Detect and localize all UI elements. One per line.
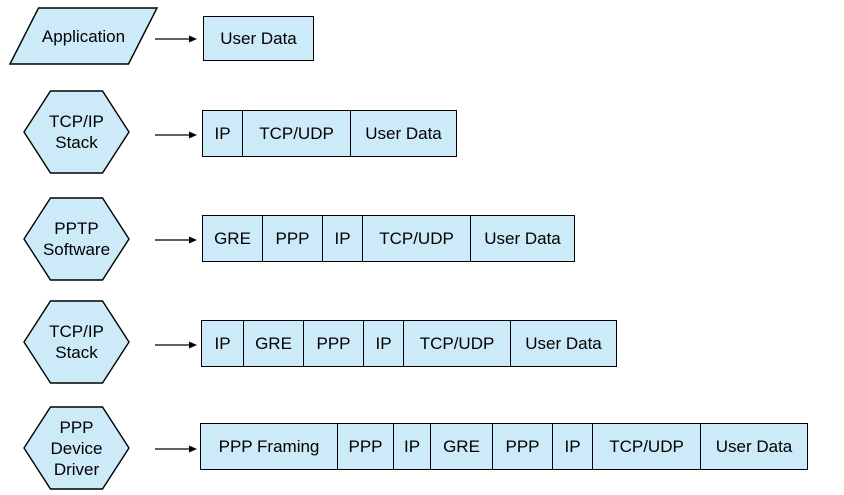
packet-cell-label: PPP [505,436,540,456]
stage-label: PPTP Software [23,197,130,281]
packet-cell: PPP [304,321,364,366]
stage-label-line: TCP/IP [49,322,104,341]
packet-cell-label: IP [334,228,351,248]
packet-cell: IP [553,424,593,469]
packet-cell: TCP/UDP [243,111,351,156]
stage-label-line: Driver [53,459,100,479]
packet-cell-label: PPP [316,333,351,353]
packet-cell: IP [203,111,243,156]
stage-shape-tcpip-stack: TCP/IP Stack [23,90,130,174]
packet-cell-label: IP [214,333,231,353]
packet-cell: PPP [263,216,323,261]
stage-label-line: Stack [55,133,98,152]
packet-cell: User Data [351,111,456,156]
stage-label: TCP/IP Stack [23,300,130,384]
packet-cell: PPP [493,424,553,469]
packet-cell-label: PPP [275,228,310,248]
packet-cell: TCP/UDP [593,424,701,469]
stage-label-line: Device [50,438,103,458]
packet-cell: TCP/UDP [404,321,511,366]
packet-strip: IP GRE PPP IP TCP/UDP User Data [201,320,617,367]
packet-strip: PPP Framing PPP IP GRE PPP IP TCP/UDP User Data [200,423,808,470]
right-arrow-icon [155,445,197,453]
right-arrow-icon [155,35,197,43]
packet-cell: User Data [204,17,313,60]
packet-cell-label: TCP/UDP [379,228,454,248]
packet-cell: IP [394,424,431,469]
packet-cell-label: IP [564,436,581,456]
packet-cell-label: IP [403,436,421,456]
packet-cell-label: IP [214,123,231,143]
right-arrow-icon [155,341,197,349]
parallelogram-icon [9,7,158,65]
packet-cell-label: User Data [365,123,442,143]
flow-arrow [155,31,198,49]
stage-label-line: TCP/IP [49,112,104,131]
packet-cell: User Data [471,216,574,261]
packet-cell: PPP Framing [201,424,338,469]
stage-label: Application [9,7,158,65]
packet-strip: IP TCP/UDP User Data [202,110,457,157]
packet-cell-label: TCP/UDP [609,436,684,456]
flow-arrow [155,337,198,355]
packet-cell: GRE [244,321,304,366]
packet-cell-label: User Data [484,228,561,248]
packet-cell: IP [323,216,363,261]
hexagon-icon [23,197,130,281]
stage-shape-application: Application [9,7,158,65]
stage-label-line: Software [42,240,111,259]
packet-cell-label: User Data [220,28,297,48]
packet-cell: GRE [203,216,263,261]
flow-arrow [155,441,198,459]
packet-cell-label: TCP/UDP [259,123,334,143]
right-arrow-icon [155,131,197,139]
stage-shape-tcpip-stack: TCP/IP Stack [23,300,130,384]
packet-cell-label: GRE [443,436,480,456]
stage-label-line: Stack [55,343,98,362]
packet-strip: User Data [203,16,314,61]
packet-cell-label: PPP [348,436,383,456]
packet-cell-label: User Data [715,436,793,456]
packet-cell-label: GRE [214,228,251,248]
stage-label-line: PPTP [54,219,99,238]
packet-cell: PPP [338,424,394,469]
packet-strip: GRE PPP IP TCP/UDP User Data [202,215,575,262]
hexagon-icon [23,300,130,384]
packet-cell: TCP/UDP [363,216,471,261]
stage-label-line: PPP [59,417,94,437]
stage-label: TCP/IP Stack [23,90,130,174]
packet-cell-label: IP [375,333,392,353]
packet-cell-label: TCP/UDP [419,333,495,353]
hexagon-icon [23,90,130,174]
packet-cell: IP [364,321,404,366]
packet-cell-label: User Data [525,333,602,353]
flow-arrow [155,232,198,250]
packet-cell-label: PPP Framing [218,436,320,456]
hexagon-icon [23,406,130,490]
packet-cell-label: GRE [255,333,292,353]
packet-cell: User Data [701,424,807,469]
stage-shape-pptp-software: PPTP Software [23,197,130,281]
stage-label-line: Application [41,26,126,46]
right-arrow-icon [155,236,197,244]
packet-cell: GRE [431,424,493,469]
flow-arrow [155,127,198,145]
packet-cell: User Data [511,321,616,366]
packet-cell: IP [202,321,244,366]
